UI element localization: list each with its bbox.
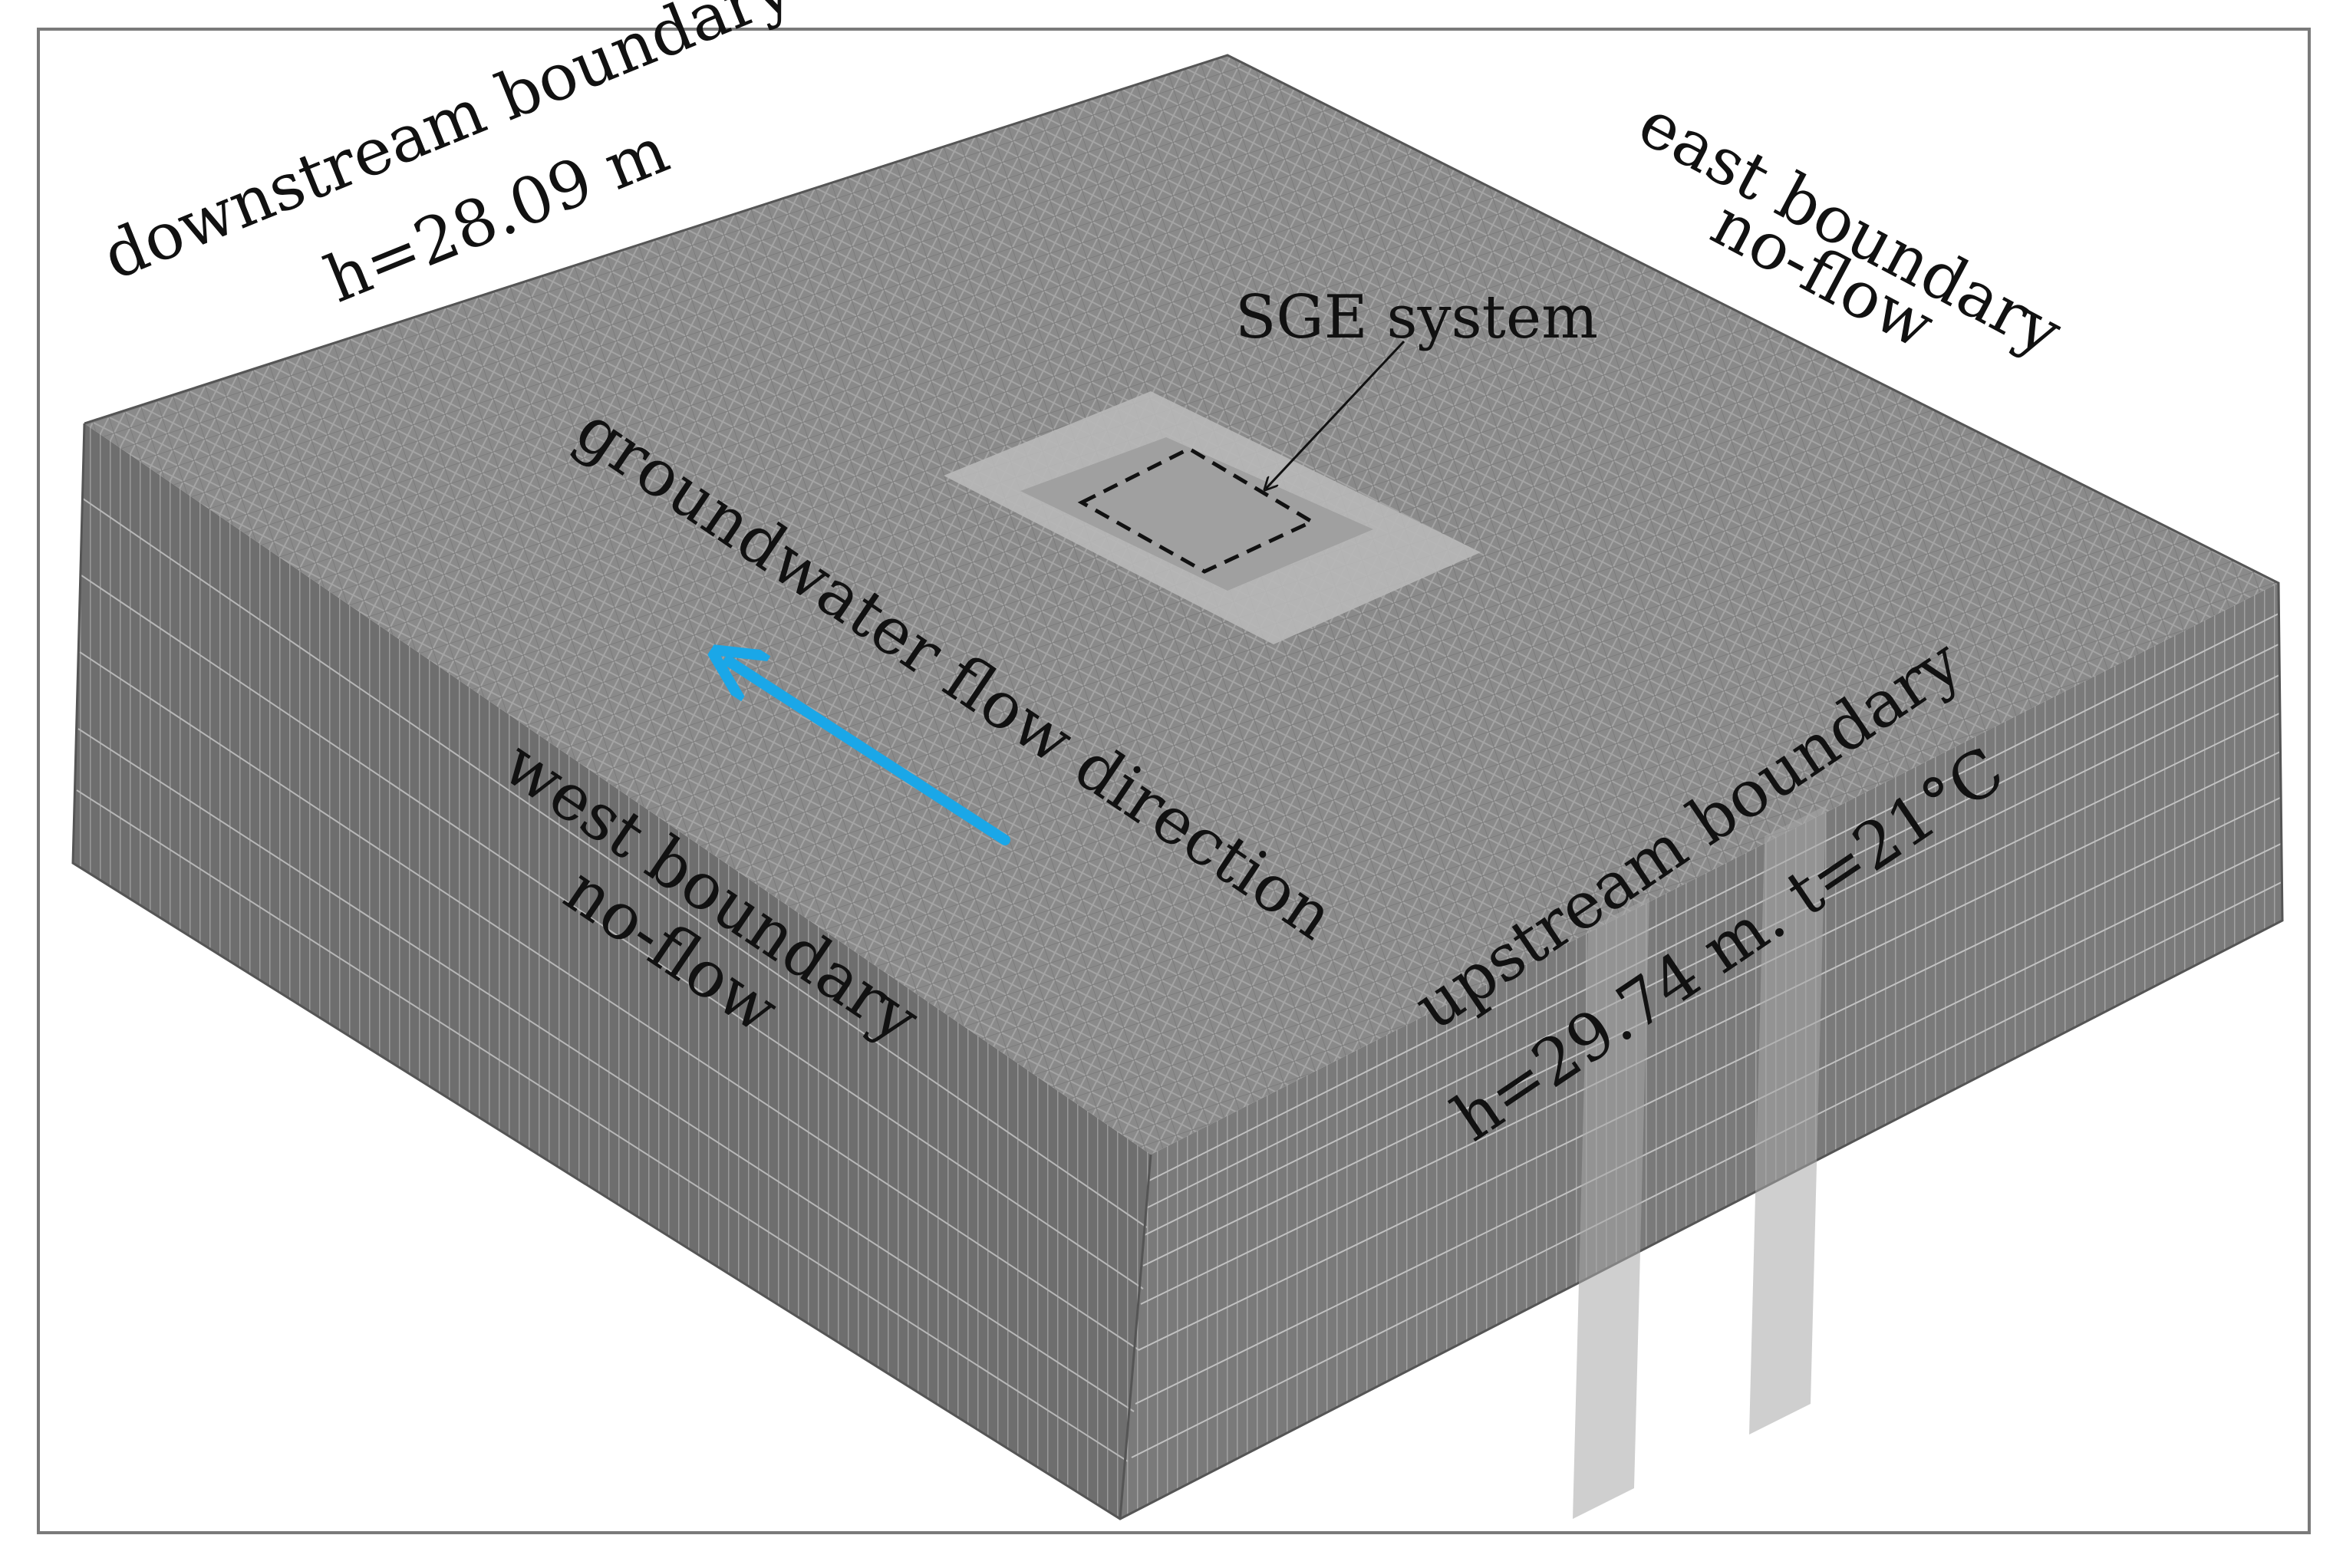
refinement-band (1573, 898, 1649, 1519)
left-layer-lines (76, 498, 1148, 1462)
sge-dashed-box (1077, 446, 1316, 574)
sge-inner-zone (1020, 437, 1373, 591)
refinement-band (1749, 805, 1826, 1435)
frame-border (37, 28, 2311, 1534)
flow-direction-arrow (729, 661, 1010, 845)
sge-system-label: SGE system (1235, 283, 1598, 352)
mesh-left-face (73, 423, 1151, 1519)
right-layer-lines (1131, 613, 2282, 1458)
mesh-top-face (84, 55, 2279, 1155)
sge-pointer-arrow (1266, 340, 1405, 489)
front-edge (1119, 1154, 1152, 1520)
block-outline (71, 54, 2284, 1520)
